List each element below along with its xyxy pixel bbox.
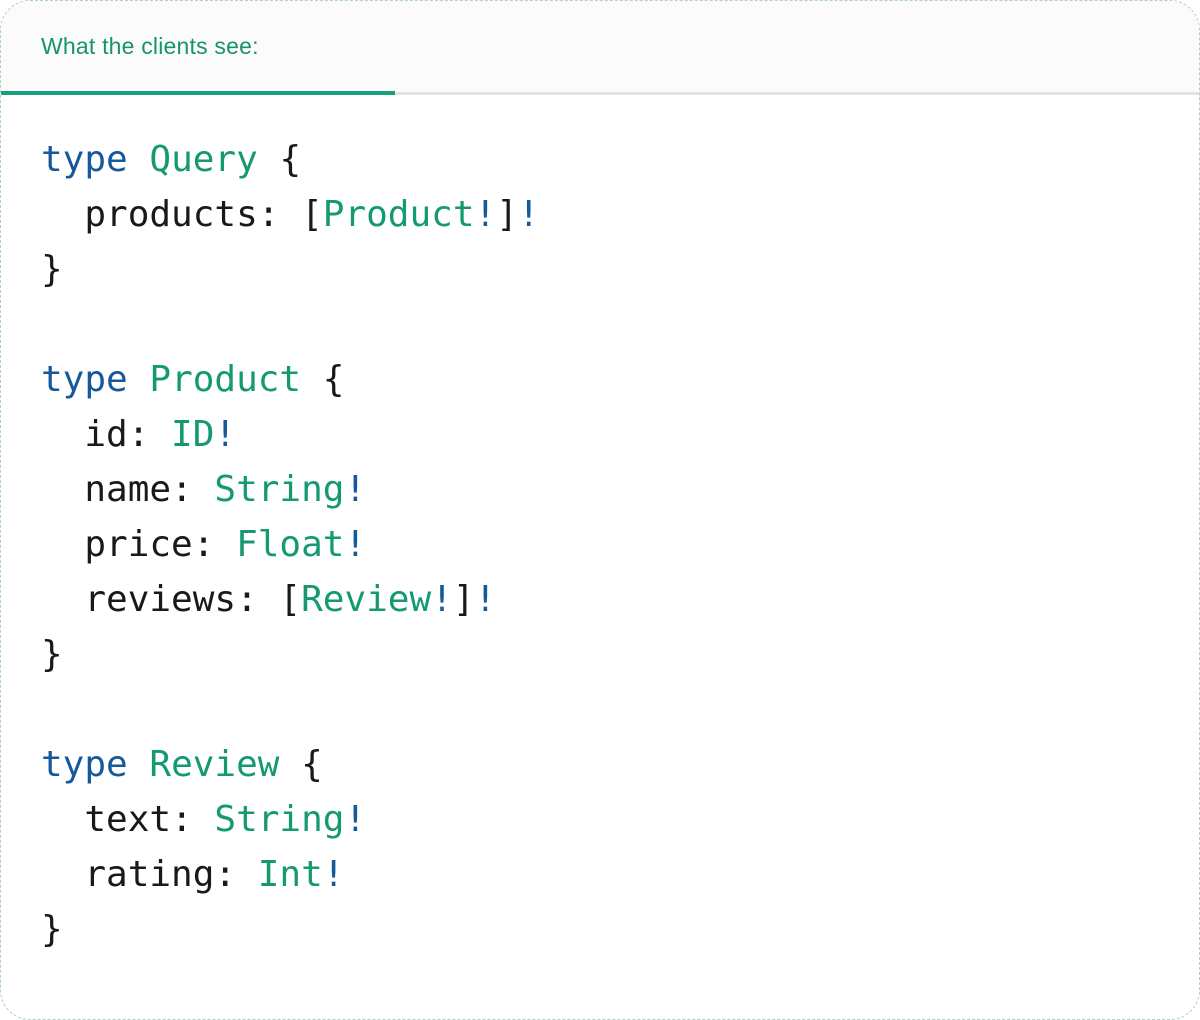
code-token (128, 139, 150, 180)
code-line (41, 682, 1159, 737)
code-line: id: ID! (41, 407, 1159, 462)
tab-what-clients-see[interactable]: What the clients see: (41, 1, 259, 92)
code-token: ! (474, 579, 497, 620)
code-line (41, 297, 1159, 352)
code-token: Review (301, 579, 432, 620)
tab-bar: What the clients see: (1, 1, 1199, 95)
code-line: name: String! (41, 462, 1159, 517)
code-token: ID (171, 414, 215, 455)
code-line: reviews: [Review!]! (41, 572, 1159, 627)
code-line: } (41, 902, 1159, 957)
active-tab-underline (1, 91, 395, 95)
code-token: ! (344, 799, 367, 840)
code-token: [ (279, 579, 302, 620)
code-line: type Product { (41, 352, 1159, 407)
code-token: Int (257, 854, 323, 895)
code-token (128, 359, 150, 400)
code-token: ! (517, 194, 540, 235)
code-token: type (41, 744, 128, 785)
code-line: rating: Int! (41, 847, 1159, 902)
code-token: Product (322, 194, 475, 235)
code-line: price: Float! (41, 517, 1159, 572)
code-token: rating: (41, 854, 258, 895)
code-token: ! (474, 194, 497, 235)
code-token: reviews: (41, 579, 280, 620)
code-token: text: (41, 799, 215, 840)
code-token: Review (149, 744, 280, 785)
code-token: Query (149, 139, 258, 180)
code-token: id: (41, 414, 172, 455)
code-token: } (41, 249, 63, 290)
code-token: products: (41, 194, 302, 235)
code-token: ! (214, 414, 237, 455)
code-line: type Review { (41, 737, 1159, 792)
code-token: ] (452, 579, 475, 620)
code-token: Float (236, 524, 345, 565)
code-token: price: (41, 524, 237, 565)
code-token: ! (344, 524, 367, 565)
code-line: } (41, 627, 1159, 682)
schema-code-block: type Query { products: [Product!]!}type … (1, 95, 1199, 957)
code-token: { (257, 139, 302, 180)
code-token: { (301, 359, 345, 400)
code-token: ! (322, 854, 345, 895)
code-token: { (279, 744, 323, 785)
tab-label: What the clients see: (41, 33, 259, 59)
code-token: String (214, 469, 345, 510)
code-line: } (41, 242, 1159, 297)
code-token: ! (431, 579, 453, 620)
code-token (128, 744, 150, 785)
code-token: } (41, 909, 63, 950)
code-token: type (41, 139, 128, 180)
code-token: Product (149, 359, 302, 400)
code-token: ! (344, 469, 367, 510)
code-token: String (214, 799, 345, 840)
code-line: text: String! (41, 792, 1159, 847)
code-token: ] (496, 194, 518, 235)
code-token: [ (301, 194, 323, 235)
code-line: products: [Product!]! (41, 187, 1159, 242)
code-token: } (41, 634, 63, 675)
code-token: type (41, 359, 128, 400)
code-line: type Query { (41, 132, 1159, 187)
code-token: name: (41, 469, 215, 510)
